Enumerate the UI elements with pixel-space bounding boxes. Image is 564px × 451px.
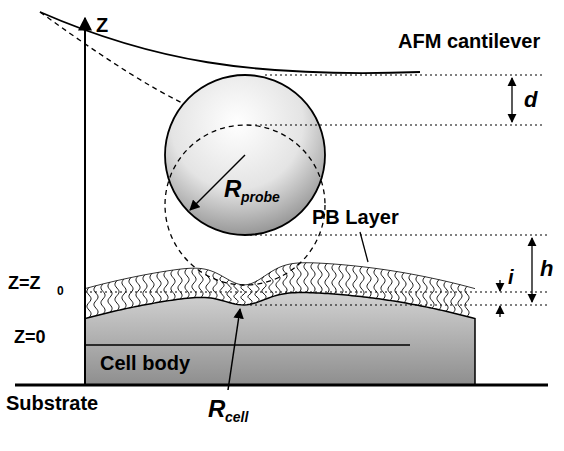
z-zero-line <box>85 344 410 346</box>
brush-strand <box>430 278 434 308</box>
brush-strand <box>304 263 308 293</box>
brush-strand <box>108 282 112 312</box>
dimension-label: d <box>524 88 537 112</box>
brush-strand <box>465 286 469 316</box>
leader-arrow <box>228 309 240 390</box>
brush-strand <box>178 269 182 299</box>
brush-strand <box>262 276 266 299</box>
brush-strand <box>248 284 252 304</box>
dimension-arrow <box>511 78 512 122</box>
brush-strand <box>318 263 322 293</box>
brush-strand <box>353 266 357 296</box>
brush-strand <box>409 274 413 304</box>
brush-strand <box>136 276 140 306</box>
radius-label: R <box>224 176 241 202</box>
cell-group <box>85 263 475 385</box>
brush-strand <box>115 281 119 311</box>
brush-strand <box>150 273 154 303</box>
brush-strand <box>220 276 224 300</box>
brush-strand <box>185 268 189 298</box>
subscript-label: cell <box>225 410 248 425</box>
title-label: AFM cantilever <box>398 30 540 52</box>
layer-label: PB Layer <box>312 206 399 228</box>
brush-strand <box>367 268 371 298</box>
dimension-arrow <box>499 280 500 291</box>
brush-strand <box>444 281 448 311</box>
dimension-arrow <box>499 306 500 317</box>
brush-strand <box>458 285 462 315</box>
brush-strand <box>129 278 133 308</box>
guide-line <box>250 235 548 236</box>
part-label: Cell body <box>100 352 190 374</box>
brush-strand <box>157 272 161 302</box>
brush-strand <box>122 279 126 309</box>
brush-strand <box>297 263 301 293</box>
brush-strand <box>206 270 210 298</box>
substrate-line <box>15 384 548 387</box>
brush-strand <box>332 264 336 294</box>
guide-line <box>250 305 548 306</box>
leader-line <box>360 232 368 262</box>
axis-label: Z <box>96 14 108 36</box>
brush-strand <box>192 268 196 297</box>
brush-strand <box>388 270 392 300</box>
probe-sphere <box>165 75 325 235</box>
brush-strand <box>402 273 406 303</box>
dimension-label: h <box>540 257 553 281</box>
brush-strand <box>276 268 280 295</box>
brush-strand <box>241 285 245 305</box>
brush-strand <box>283 265 287 293</box>
dimension-arrow <box>531 238 532 302</box>
brush-strand <box>171 270 175 300</box>
brush-strand <box>143 275 147 305</box>
brush-strand <box>234 283 238 304</box>
radius-arrow <box>190 155 245 210</box>
brush-strand <box>269 272 273 297</box>
cantilever-deflected <box>40 12 420 73</box>
cell-body <box>85 293 475 385</box>
brush-strand <box>325 264 329 294</box>
brush-strand <box>416 275 420 305</box>
part-label: Substrate <box>6 392 98 414</box>
probe-indent-outline <box>165 125 325 285</box>
brush-strand <box>374 268 378 298</box>
brush-strand <box>213 272 217 298</box>
brush-strand <box>94 286 98 316</box>
guide-line <box>85 292 548 293</box>
subscript-label: 0 <box>57 285 64 298</box>
brush-strand <box>164 271 168 301</box>
brush-strand <box>395 272 399 302</box>
guide-line <box>265 75 545 76</box>
brush-strand <box>199 269 203 298</box>
guide-line <box>255 125 545 126</box>
layer-outline <box>85 263 475 289</box>
level-label: Z=Z <box>8 274 41 294</box>
brush-strand <box>346 265 350 295</box>
brush-strand <box>311 263 315 293</box>
z-axis <box>84 18 86 385</box>
brush-strand <box>101 284 105 314</box>
radius-label: R <box>208 396 225 422</box>
subscript-label: probe <box>241 190 280 205</box>
brush-strand <box>381 269 385 299</box>
brush-strand <box>339 265 343 295</box>
brush-strand <box>451 283 455 313</box>
brush-strand <box>227 280 231 302</box>
level-label: Z=0 <box>14 328 46 348</box>
dimension-label: i <box>508 266 514 288</box>
